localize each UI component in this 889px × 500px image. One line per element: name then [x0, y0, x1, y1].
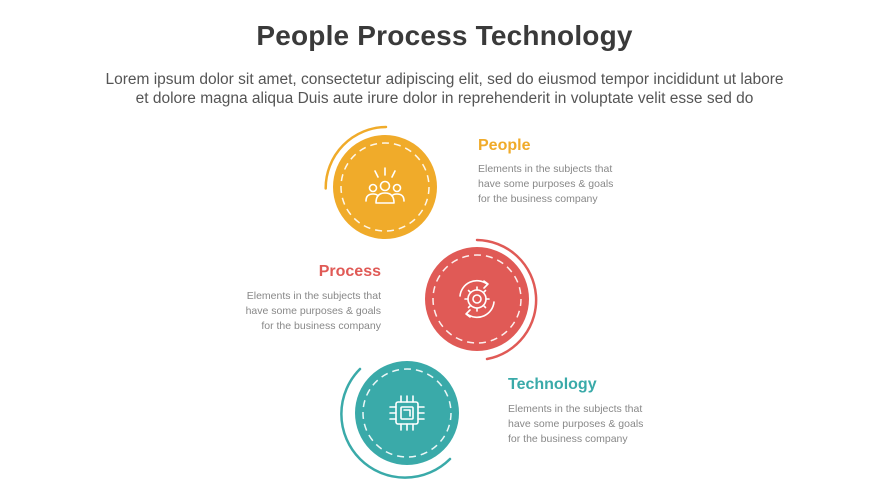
- step-people-circle: [324, 125, 437, 239]
- page-subtitle: Lorem ipsum dolor sit amet, consectetur …: [30, 70, 859, 108]
- desc-line: have some purposes & goals: [478, 178, 614, 190]
- step-technology-description: Elements in the subjects that have some …: [508, 402, 643, 447]
- step-process-circle: [425, 238, 538, 361]
- subtitle-line-2: et dolore magna aliqua Duis aute irure d…: [135, 90, 754, 107]
- step-people-description: Elements in the subjects that have some …: [478, 162, 613, 207]
- desc-line: Elements in the subjects that: [246, 290, 381, 302]
- page-title: People Process Technology: [256, 20, 633, 51]
- process-arc: [475, 238, 538, 361]
- people-group-icon: [365, 167, 405, 204]
- desc-line: for the business company: [508, 433, 628, 445]
- desc-line: have some purposes & goals: [508, 418, 644, 430]
- desc-line: for the business company: [261, 320, 381, 332]
- step-process-description: Elements in the subjects that have some …: [200, 289, 381, 334]
- people-arc: [324, 125, 388, 190]
- step-technology-circle: [340, 361, 459, 479]
- step-process-label: Process: [318, 263, 381, 280]
- step-people-label: People: [478, 137, 531, 154]
- desc-line: Elements in the subjects that: [508, 403, 643, 415]
- step-technology-label: Technology: [508, 376, 597, 393]
- desc-line: have some purposes & goals: [245, 305, 381, 317]
- desc-line: for the business company: [478, 193, 598, 205]
- microchip-icon: [389, 395, 425, 431]
- technology-arc: [340, 367, 452, 479]
- desc-line: Elements in the subjects that: [478, 163, 613, 175]
- subtitle-line-1: Lorem ipsum dolor sit amet, consectetur …: [105, 71, 784, 88]
- gear-cycle-icon: [459, 279, 495, 319]
